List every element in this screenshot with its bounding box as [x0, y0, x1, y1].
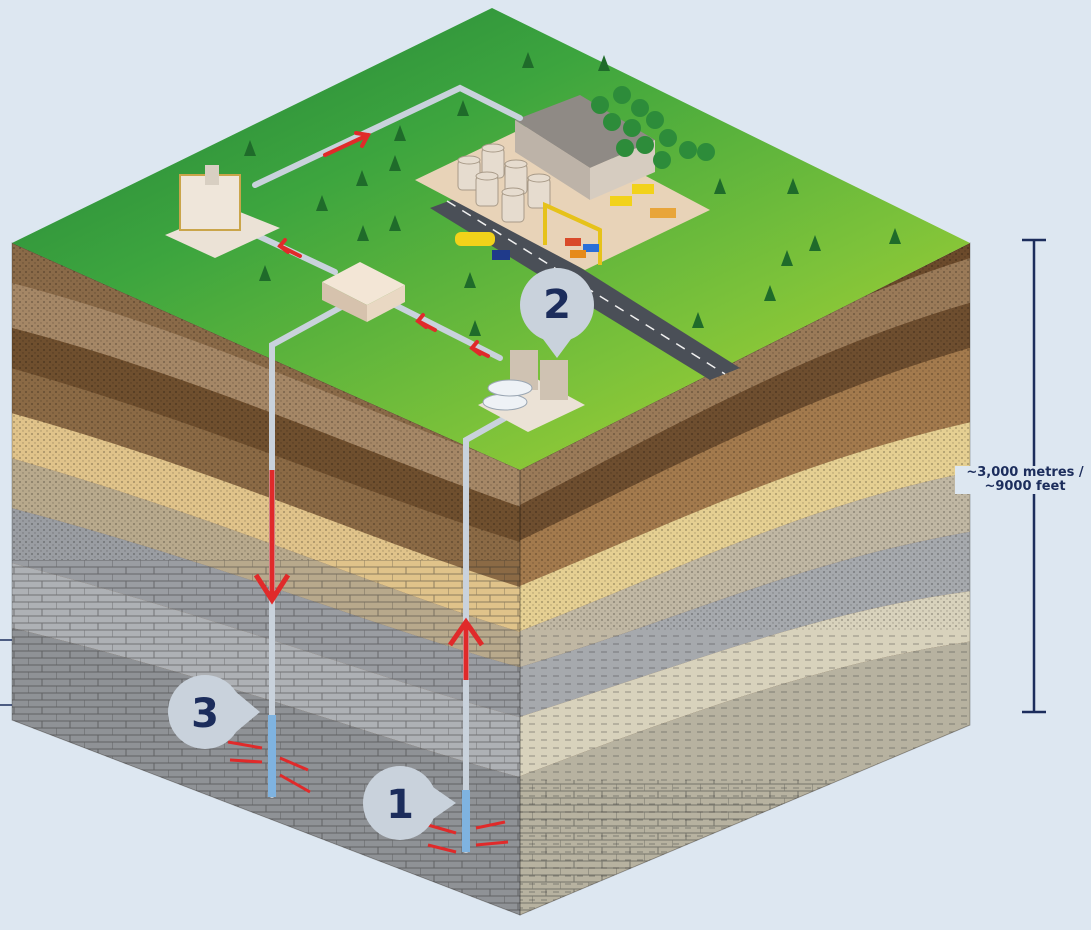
wellhead-facility	[478, 350, 585, 432]
tree-icon	[591, 86, 715, 169]
production-well-screen	[462, 790, 470, 852]
depth-label-line2: ~9000 feet	[984, 479, 1066, 494]
marker-number: 3	[191, 691, 219, 737]
flow-arrow-icon	[253, 470, 485, 680]
depth-label: ~3,000 metres / ~9000 feet	[955, 466, 1091, 494]
pipeline-icon	[247, 84, 523, 853]
container-icon	[565, 238, 599, 258]
flow-arrow-icon	[277, 131, 490, 358]
storage-tank-icon	[457, 143, 551, 223]
production-well-marker[interactable]: 1	[363, 766, 456, 840]
flow-arrow-icon	[227, 740, 509, 854]
injection-well-screen	[268, 715, 276, 797]
depth-label-line1: ~3,000 metres /	[966, 465, 1084, 480]
marker-number: 1	[386, 782, 414, 828]
injection-well-marker[interactable]: 3	[168, 675, 260, 749]
truck-icon	[455, 184, 676, 260]
tree-icon	[244, 52, 901, 336]
crane-icon	[543, 201, 602, 265]
marker-number: 2	[543, 282, 571, 328]
control-building	[322, 262, 405, 322]
surface-facility-marker[interactable]: 2	[520, 268, 594, 358]
treatment-plant-building	[165, 165, 280, 258]
